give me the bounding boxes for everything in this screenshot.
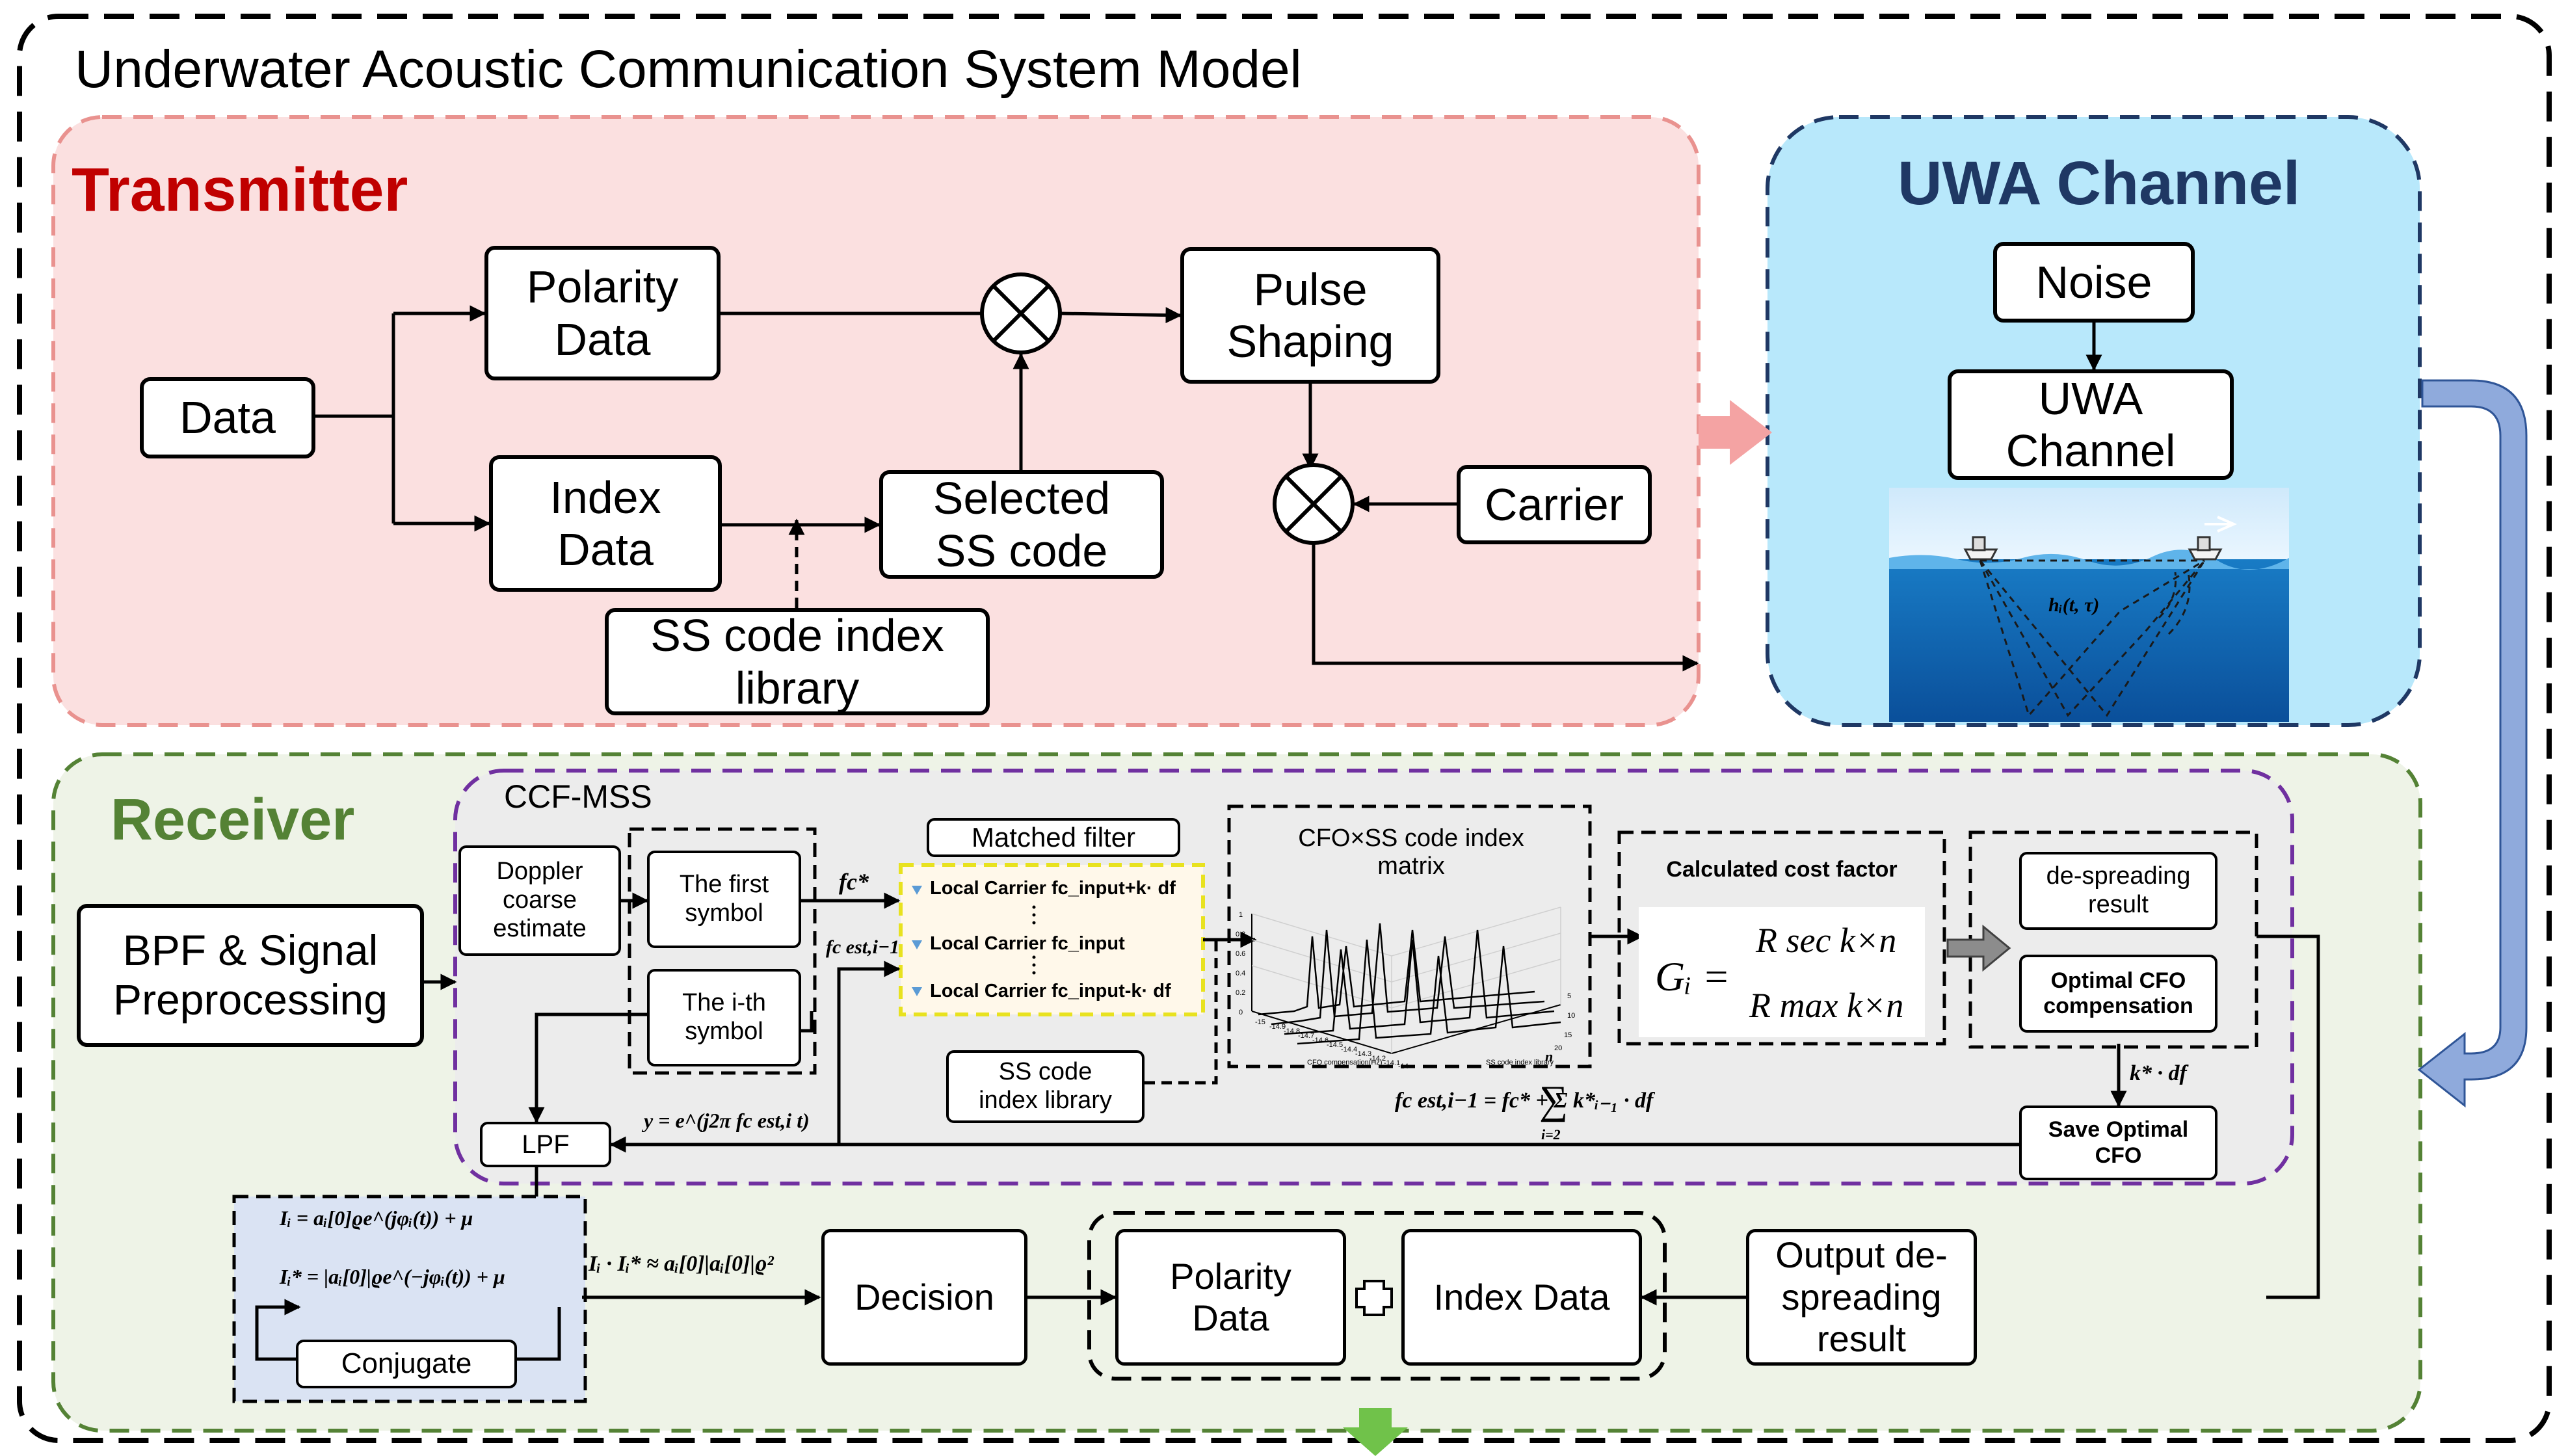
carrier-block: Carrier <box>1457 465 1652 544</box>
I-conj-equation: Iᵢ* = |aᵢ[0]|ϱe^(−jφᵢ(t)) + μ <box>280 1265 505 1288</box>
cost-formula-box <box>1639 907 1925 1037</box>
optimal-cfo-block: Optimal CFO compensation <box>2019 955 2217 1033</box>
sum-lower: i=2 <box>1541 1126 1561 1143</box>
k-df-label: k* · df <box>2130 1061 2187 1085</box>
x-tick-8: -14.2 <box>1370 1055 1386 1063</box>
plot-xlabel: CFO compensation(Hz) <box>1307 1059 1383 1066</box>
selected-ss-code-block: Selected SS code <box>879 470 1164 579</box>
cost-title: Calculated cost factor <box>1666 857 1898 882</box>
plot-curves <box>1258 923 1561 1045</box>
matched-filter-title: Matched filter <box>927 818 1180 857</box>
x-tick-7: -14.3 <box>1355 1050 1371 1058</box>
x-tick-0: -15 <box>1255 1018 1265 1026</box>
ith-symbol-block: The i-th symbol <box>647 969 801 1066</box>
x-tick-3: -14.7 <box>1298 1032 1314 1040</box>
plot-ylabel: SS code index library <box>1486 1059 1554 1066</box>
z-tick-0: 0 <box>1239 1009 1243 1016</box>
G-numerator: R sec k×n <box>1756 921 1897 960</box>
x-tick-9: -14.1 <box>1384 1059 1400 1067</box>
first-symbol-block: The first symbol <box>647 851 801 948</box>
index-data-block: Index Data <box>489 455 722 592</box>
pink-arrow <box>1699 400 1772 465</box>
I-product-equation: Iᵢ · Iᵢ* ≈ aᵢ[0]|aᵢ[0]|ϱ² <box>589 1252 774 1276</box>
output-despread-block: Output de-spreading result <box>1746 1229 1977 1366</box>
y-equation: y = e^(j2π fc est,i t) <box>644 1109 810 1132</box>
mf-row-2: Local Carrier fc_input <box>930 933 1125 954</box>
channel-title: UWA Channel <box>1898 149 2301 218</box>
ss-code-library-block: SS code index library <box>605 608 990 715</box>
doppler-block: Doppler coarse estimate <box>458 845 621 956</box>
x-tick-6: -14.4 <box>1341 1046 1357 1053</box>
y-tick-1: 10 <box>1567 1012 1575 1020</box>
x-tick-2: -14.8 <box>1284 1027 1300 1035</box>
symbol-group <box>628 827 817 1075</box>
sum-symbol: ∑ <box>1539 1078 1568 1122</box>
x-tick-10: -14 <box>1398 1063 1409 1070</box>
bpf-block: BPF & Signal Preprocessing <box>77 904 424 1047</box>
G-denominator: R max k×n <box>1749 986 1904 1025</box>
ccf-title: CCF-MSS <box>504 778 652 815</box>
cfo-matrix-title: CFO×SS code index matrix <box>1298 825 1524 880</box>
fcest-label: fc est,i−1 <box>826 936 900 958</box>
fcest-sum-equation: fc est,i−1 = fc* + Σ k*ᵢ₋₁ · df <box>1395 1089 1654 1113</box>
cfo-matrix-plot: 0 0.2 0.4 0.6 0.8 1 -15 -14.9 -14.8 -14.… <box>1236 907 1575 1070</box>
y-tick-3: 20 <box>1554 1044 1562 1052</box>
uwa-channel-block: UWA Channel <box>1948 369 2234 480</box>
despread-result-block: de-spreading result <box>2019 852 2217 930</box>
conjugate-block: Conjugate <box>296 1340 517 1388</box>
noise-block: Noise <box>1993 242 2195 323</box>
rx-index-data-block: Index Data <box>1401 1229 1642 1366</box>
z-tick-3: 0.6 <box>1236 950 1245 958</box>
receiver-title: Receiver <box>111 788 355 853</box>
G-lhs: Gᵢ = <box>1655 953 1730 999</box>
matched-filter-region <box>899 863 1205 1016</box>
x-tick-1: -14.9 <box>1269 1023 1286 1031</box>
data-block: Data <box>140 377 315 458</box>
y-tick-0: 5 <box>1567 992 1571 1000</box>
x-tick-4: -14.6 <box>1312 1037 1329 1044</box>
gray-arrow <box>1946 924 2011 972</box>
z-tick-4: 0.8 <box>1236 931 1245 938</box>
multiplier-2 <box>1273 463 1355 545</box>
mf-decor <box>912 886 922 996</box>
ocean-illustration: hᵢ(t, τ) <box>1889 488 2289 722</box>
y-tick-2: 15 <box>1564 1031 1572 1039</box>
decision-block: Decision <box>821 1229 1027 1366</box>
diagram-title: Underwater Acoustic Communication System… <box>75 40 1302 99</box>
I-equation: Iᵢ = aᵢ[0]ϱe^(jφᵢ(t)) + μ <box>280 1206 473 1230</box>
rx-polarity-data-block: Polarity Data <box>1115 1229 1346 1366</box>
polarity-data-block: Polarity Data <box>484 246 721 380</box>
lpf-block: LPF <box>480 1122 611 1167</box>
z-tick-2: 0.4 <box>1236 970 1245 977</box>
plus-icon <box>1355 1280 1393 1316</box>
cost-group <box>1617 830 1946 1046</box>
rx-ss-library-block: SS code index library <box>946 1050 1145 1123</box>
sum-upper: n <box>1545 1048 1553 1065</box>
outer-frame <box>17 14 2552 1443</box>
green-arrow <box>1343 1408 1408 1456</box>
save-cfo-block: Save Optimal CFO <box>2019 1105 2217 1180</box>
mf-row-1: Local Carrier fc_input+k· df <box>930 878 1176 899</box>
z-tick-1: 0.2 <box>1236 989 1245 997</box>
fc-star-label: fc* <box>839 869 869 895</box>
x-tick-5: -14.5 <box>1327 1041 1343 1049</box>
transmitter-title: Transmitter <box>72 155 408 224</box>
multiplier-1 <box>980 272 1062 354</box>
pulse-shaping-block: Pulse Shaping <box>1180 247 1440 384</box>
blue-arrow <box>2417 379 2528 1108</box>
h-label: hᵢ(t, τ) <box>2048 594 2099 616</box>
mf-row-3: Local Carrier fc_input-k· df <box>930 981 1171 1001</box>
z-tick-5: 1 <box>1239 911 1243 919</box>
